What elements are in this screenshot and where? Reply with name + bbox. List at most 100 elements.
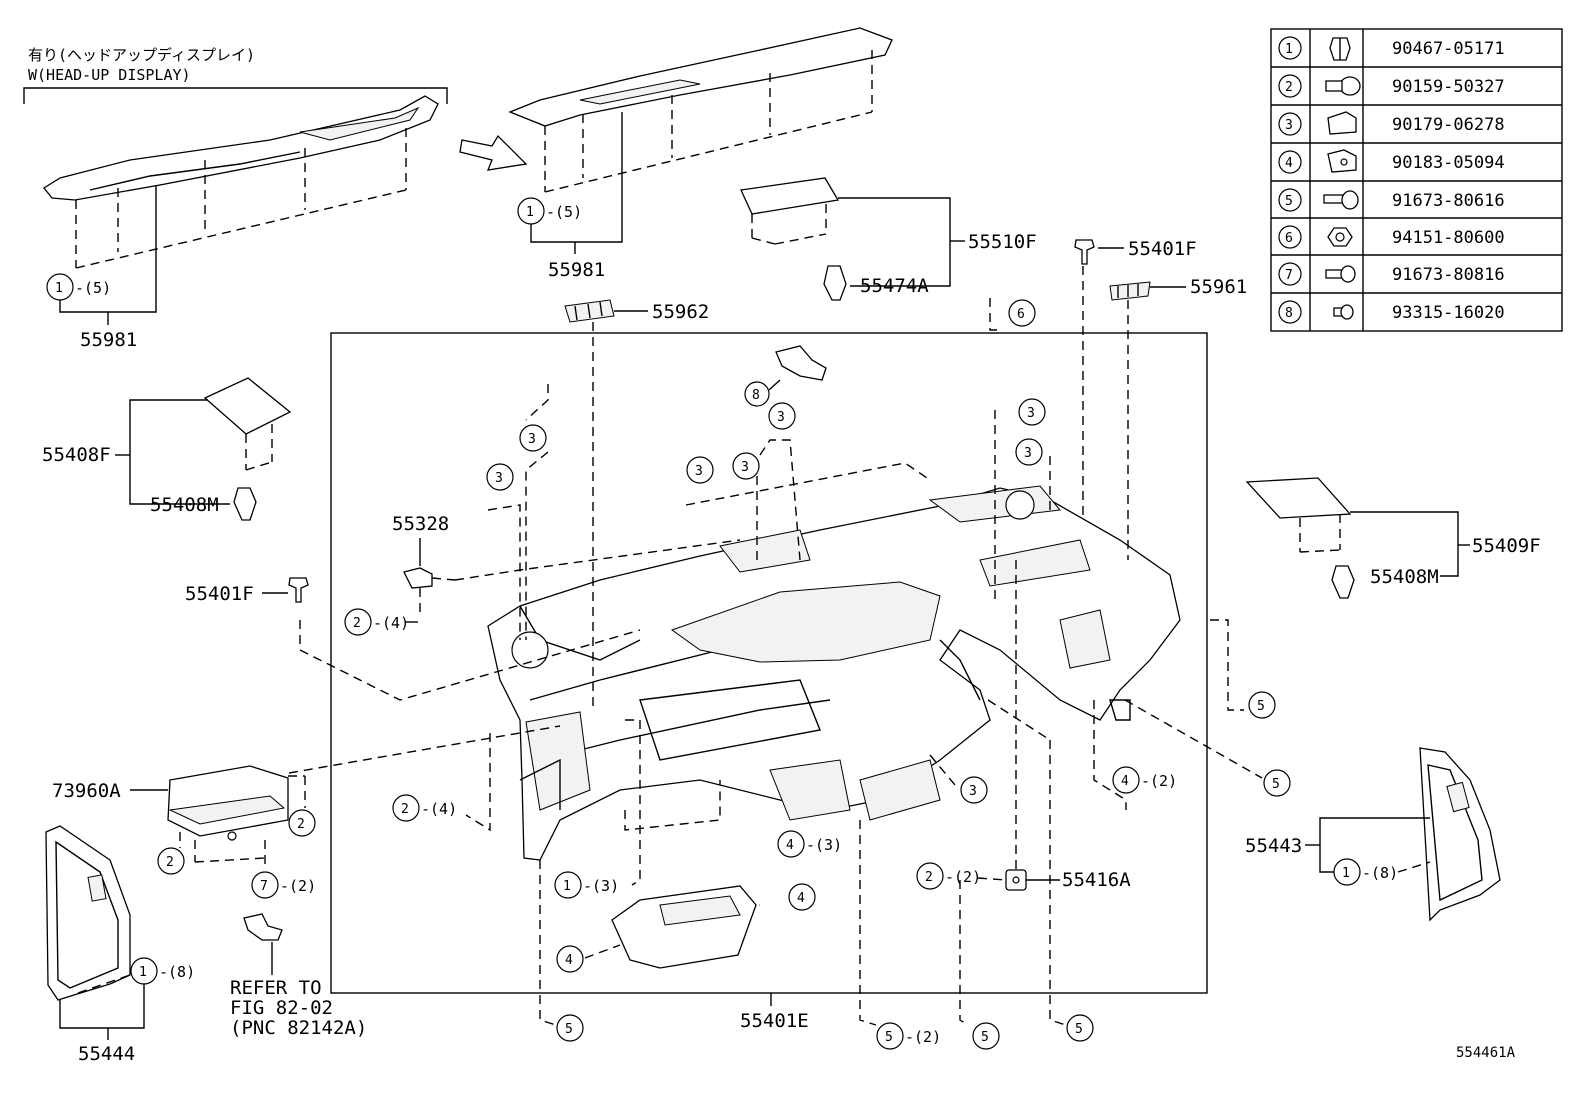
callout-4-glovebox-right: 4 <box>788 883 816 911</box>
part-55443: 55443 <box>1245 835 1302 857</box>
connector-82142A <box>243 913 283 941</box>
instrument-panel-body <box>487 485 1181 861</box>
legend-row-8: 8 93315-16020 <box>1278 300 1505 324</box>
hud-bracket <box>23 87 448 104</box>
hud-note-en: W(HEAD-UP DISPLAY) <box>28 66 191 84</box>
part-55409F: 55409F <box>1472 535 1541 557</box>
part-55401F-lower-label: 55401F <box>185 583 254 605</box>
screw-grommet-icon <box>1325 76 1361 96</box>
part-55510F-cover <box>740 177 847 301</box>
svg-text:-(4): -(4) <box>421 800 457 818</box>
legend-row-6: 6 94151-80600 <box>1278 225 1505 249</box>
svg-text:4: 4 <box>1285 156 1293 171</box>
hud-upper-panel-left <box>43 95 439 313</box>
hud-upper-panel-right <box>508 27 893 243</box>
svg-text:6: 6 <box>1017 307 1025 322</box>
legend-row-3: 3 90179-06278 <box>1278 111 1505 136</box>
callout-6: 6 <box>1008 299 1036 327</box>
legend-part-4: 90183-05094 <box>1392 153 1505 173</box>
svg-text:3: 3 <box>495 471 503 486</box>
svg-text:3: 3 <box>969 784 977 799</box>
svg-text:-(5): -(5) <box>546 203 582 221</box>
flange-bolt-icon <box>1323 190 1359 210</box>
hex-nut-icon <box>1327 227 1353 247</box>
refer-line-2: FIG 82-02 <box>230 997 333 1019</box>
svg-text:2: 2 <box>925 870 933 885</box>
part-55401F-lower <box>288 577 309 603</box>
callout-2-qty4-a: 2 -(4) <box>344 608 409 636</box>
svg-text:-(2): -(2) <box>280 877 316 895</box>
main-assembly-frame <box>330 332 1208 994</box>
svg-text:5: 5 <box>1257 699 1265 714</box>
callout-5-bottom-a: 5 <box>556 1014 584 1042</box>
svg-text:-(2): -(2) <box>945 868 981 886</box>
part-55401F-upper <box>1074 239 1095 265</box>
tapping-screw-icon <box>1333 304 1354 320</box>
part-55401F-upper-label: 55401F <box>1128 238 1197 260</box>
callout-3-f: 3 <box>1018 398 1046 426</box>
clip-icon <box>1329 37 1351 61</box>
refer-line-3: (PNC 82142A) <box>230 1017 367 1039</box>
part-center-bracket <box>775 345 827 381</box>
part-55962-vent <box>564 299 615 323</box>
part-55981-right: 55981 <box>548 259 605 281</box>
svg-text:4: 4 <box>786 838 794 853</box>
part-55409F-cover <box>1245 477 1355 599</box>
part-55408M-right: 55408M <box>1370 566 1439 588</box>
svg-text:1: 1 <box>55 281 63 296</box>
part-55408F: 55408F <box>42 444 111 466</box>
svg-text:3: 3 <box>1024 446 1032 461</box>
part-73960A: 73960A <box>52 780 121 802</box>
part-55408M-left: 55408M <box>150 494 219 516</box>
svg-text:4: 4 <box>565 953 573 968</box>
callout-3-g: 3 <box>1015 438 1043 466</box>
legend-part-7: 91673-80816 <box>1392 265 1505 285</box>
callout-2-airbag-left: 2 <box>157 847 185 875</box>
callout-3-d: 3 <box>732 452 760 480</box>
callout-4-qty3: 4 -(3) <box>777 830 842 858</box>
qty-left-hud: -(5) <box>75 279 111 297</box>
callout-1-side-right <box>1333 858 1361 886</box>
part-55510F: 55510F <box>968 231 1037 253</box>
svg-text:-(3): -(3) <box>583 877 619 895</box>
callout-5-right-a: 5 <box>1248 691 1276 719</box>
callout-4-qty2: 4 -(2) <box>1112 766 1177 794</box>
legend-part-3: 90179-06278 <box>1392 115 1505 135</box>
fastener-legend-table <box>1270 28 1563 332</box>
legend-part-5: 91673-80616 <box>1392 191 1505 211</box>
legend-part-6: 94151-80600 <box>1392 228 1505 248</box>
part-55961: 55961 <box>1190 276 1247 298</box>
callout-3-c: 3 <box>686 456 714 484</box>
part-glovebox-lower <box>611 885 757 969</box>
svg-text:6: 6 <box>1285 231 1293 246</box>
svg-text:2: 2 <box>401 802 409 817</box>
part-55328-clip <box>403 567 433 589</box>
callout-2-qty2: 2 -(2) <box>916 862 981 890</box>
legend-part-8: 93315-16020 <box>1392 303 1505 323</box>
part-55416A: 55416A <box>1062 869 1131 891</box>
svg-text:-(2): -(2) <box>905 1028 941 1046</box>
svg-text:1: 1 <box>563 879 571 894</box>
svg-text:1: 1 <box>526 205 534 220</box>
part-55408F-cover <box>203 377 292 521</box>
svg-text:5: 5 <box>981 1030 989 1045</box>
callout-1-right-hud <box>517 197 545 225</box>
leader-lines <box>288 266 1263 1026</box>
svg-text:-(8): -(8) <box>1362 864 1398 882</box>
callout-5-right-b: 5 <box>1263 769 1291 797</box>
svg-text:4: 4 <box>797 891 805 906</box>
callout-5-bottom-d: 5 <box>1066 1014 1094 1042</box>
part-55401E: 55401E <box>740 1010 809 1032</box>
legend-part-1: 90467-05171 <box>1392 39 1505 59</box>
svg-text:5: 5 <box>1075 1022 1083 1037</box>
svg-text:3: 3 <box>1027 406 1035 421</box>
legend-row-1: 1 90467-05171 <box>1278 36 1505 61</box>
part-73960A-airbag <box>167 765 306 870</box>
callout-7-qty2: 7 -(2) <box>251 871 316 899</box>
callout-5-qty2-bottom: 5 -(2) <box>876 1022 941 1050</box>
svg-text:3: 3 <box>741 460 749 475</box>
part-55981-left: 55981 <box>80 329 137 351</box>
part-55416A-nut <box>1005 869 1027 891</box>
svg-text:4: 4 <box>1121 774 1129 789</box>
